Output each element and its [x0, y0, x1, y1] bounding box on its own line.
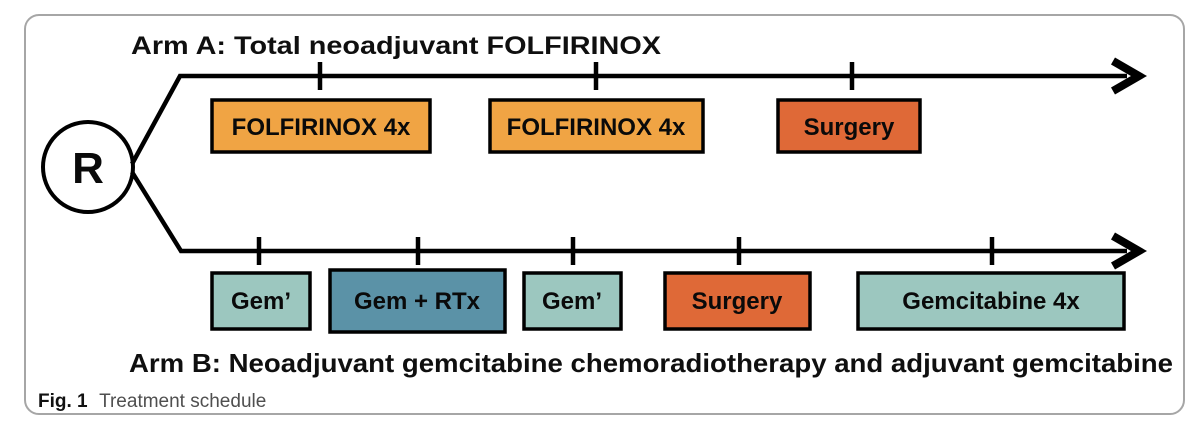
arm-b-box-gem-1-label: Gem’	[231, 288, 291, 315]
arm-a-box-folfirinox-1-label: FOLFIRINOX 4x	[232, 114, 411, 141]
arm-b-timeline	[130, 170, 1148, 270]
arm-a-title: Arm A: Total neoadjuvant FOLFIRINOX	[131, 32, 661, 60]
arm-b-box-surgery-label: Surgery	[692, 288, 783, 315]
arm-b-box-gem-1: Gem’	[210, 271, 312, 331]
arm-b-box-gemcitabine-label: Gemcitabine 4x	[902, 288, 1080, 315]
figure-caption-number: Fig. 1	[38, 391, 88, 412]
arm-b-box-gemcitabine: Gemcitabine 4x	[856, 271, 1126, 331]
arm-b-box-gem-rtx-rect	[328, 268, 507, 334]
randomization-circle	[41, 120, 135, 214]
arm-a-box-folfirinox-2-label: FOLFIRINOX 4x	[507, 114, 686, 141]
arm-b-box-gem-1-rect	[210, 271, 312, 331]
arm-b-box-gem-2-rect	[522, 271, 623, 331]
arm-b-box-surgery-rect	[663, 271, 812, 331]
arm-b-box-gem-rtx: Gem + RTx	[328, 268, 507, 334]
arm-a-box-surgery-rect	[776, 98, 922, 154]
randomization-label: R	[72, 144, 104, 193]
arm-a-box-folfirinox-2-rect	[488, 98, 705, 154]
arm-a-box-surgery-label: Surgery	[804, 114, 895, 141]
arm-a-box-surgery: Surgery	[776, 98, 922, 154]
arm-b-timeline-line	[130, 170, 1127, 254]
arm-a-box-folfirinox-1: FOLFIRINOX 4x	[210, 98, 432, 154]
arm-b-arrowhead-icon	[1111, 232, 1148, 270]
arm-b-box-gem-2-label: Gem’	[542, 288, 602, 315]
arm-a-timeline-line	[130, 73, 1127, 166]
arm-b-title: Arm B: Neoadjuvant gemcitabine chemoradi…	[129, 348, 1173, 378]
arm-b-box-gem-rtx-label: Gem + RTx	[354, 288, 481, 315]
arm-a-timeline	[130, 57, 1148, 166]
figure-caption-text: Treatment schedule	[99, 391, 266, 412]
arm-b-box-gemcitabine-rect	[856, 271, 1126, 331]
arm-b-box-gem-2: Gem’	[522, 271, 623, 331]
arm-b-box-surgery: Surgery	[663, 271, 812, 331]
figure-caption: Fig. 1 Treatment schedule	[38, 391, 266, 412]
arm-a-arrowhead-icon	[1111, 57, 1148, 95]
arm-a-box-folfirinox-1-rect	[210, 98, 432, 154]
arm-a-box-folfirinox-2: FOLFIRINOX 4x	[488, 98, 705, 154]
